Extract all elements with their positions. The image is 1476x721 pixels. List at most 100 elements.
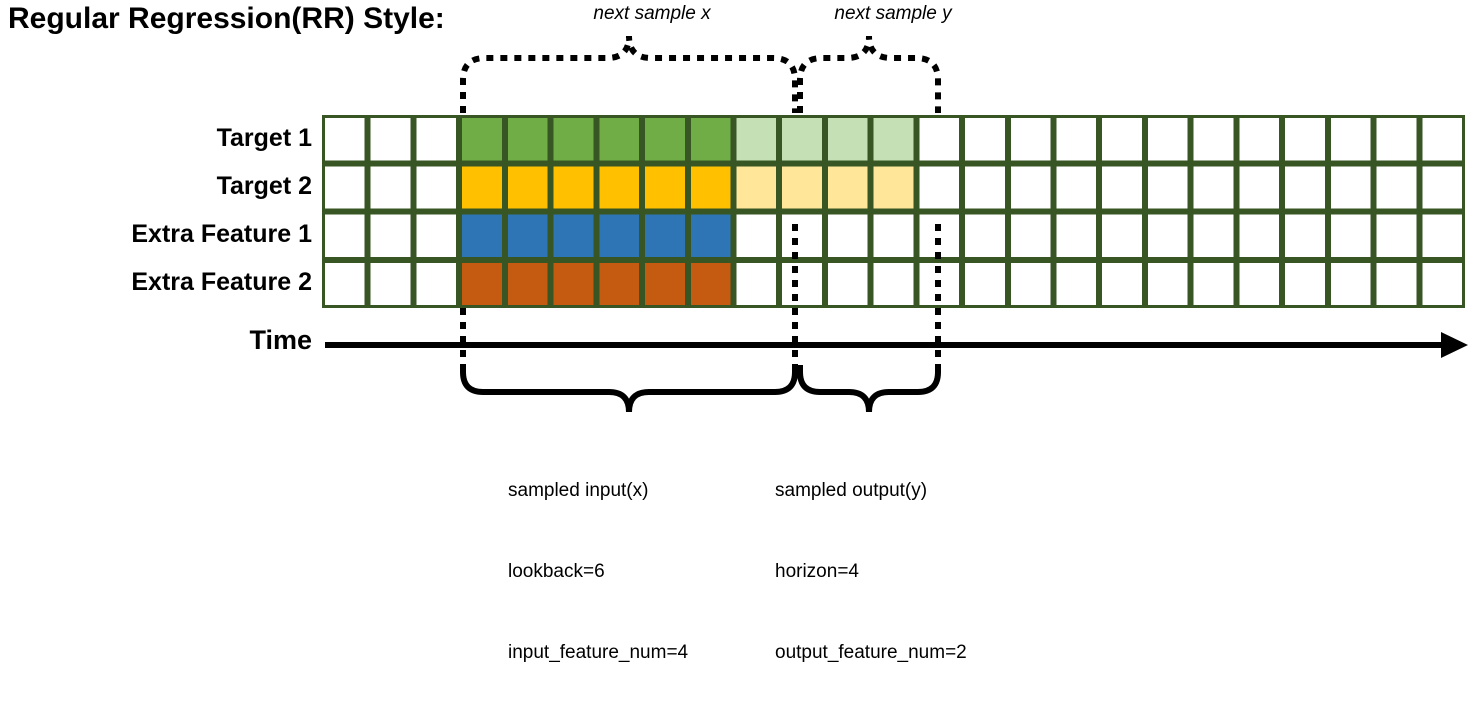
grid-cell-r1-c10: [736, 118, 777, 161]
grid-cell-r1-c3: [416, 118, 457, 161]
timeline-grid: [322, 115, 1465, 308]
grid-cell-r4-c19: [1147, 262, 1188, 305]
grid-cell-r3-c11: [782, 214, 822, 257]
grid-cell-r1-c17: [1056, 118, 1097, 161]
next-sample-x-label: next sample x: [593, 3, 711, 24]
diagram-canvas: Regular Regression(RR) Style: next sampl…: [0, 2, 1468, 663]
time-axis-label: Time: [249, 325, 312, 355]
grid-cell-r2-c22: [1285, 166, 1325, 209]
grid-cell-r3-c17: [1056, 214, 1097, 257]
sampled-output-brace: [797, 365, 941, 413]
next-sample-y-brace: [797, 35, 941, 113]
grid-cell-r4-c7: [599, 262, 640, 305]
grid-cell-r3-c8: [645, 214, 685, 257]
grid-cell-r1-c21: [1239, 118, 1280, 161]
grid-cell-r2-c16: [1010, 166, 1051, 209]
grid-cell-r2-c8: [645, 166, 685, 209]
grid-cell-r2-c5: [507, 166, 548, 209]
grid-cell-r2-c2: [370, 166, 411, 209]
grid-cell-r3-c10: [736, 214, 777, 257]
grid-cell-r1-c13: [873, 118, 914, 161]
grid-cell-r2-c23: [1330, 166, 1371, 209]
grid-cell-r4-c24: [1376, 262, 1417, 305]
grid-cell-r2-c6: [553, 166, 594, 209]
grid-cell-r1-c14: [919, 118, 960, 161]
grid-cell-r2-c14: [919, 166, 960, 209]
grid-cell-r1-c2: [370, 118, 411, 161]
grid-cell-r3-c6: [553, 214, 594, 257]
grid-cell-r1-c5: [507, 118, 548, 161]
grid-cell-r4-c25: [1422, 262, 1462, 305]
grid-cell-r1-c16: [1010, 118, 1051, 161]
grid-cell-r1-c19: [1147, 118, 1188, 161]
grid-cell-r3-c21: [1239, 214, 1280, 257]
sampled-output-line2: horizon=4: [775, 560, 859, 582]
page-title: Regular Regression(RR) Style:: [8, 2, 445, 35]
grid-cell-r2-c12: [827, 166, 868, 209]
grid-cell-r3-c19: [1147, 214, 1188, 257]
grid-cell-r1-c23: [1330, 118, 1371, 161]
sampled-output-line3: output_feature_num=2: [775, 641, 967, 663]
grid-cell-r2-c25: [1422, 166, 1462, 209]
grid-cell-r3-c20: [1193, 214, 1234, 257]
grid-cell-r4-c16: [1010, 262, 1051, 305]
grid-cell-r3-c13: [873, 214, 914, 257]
next-sample-y-label: next sample y: [834, 3, 952, 24]
grid-cell-r4-c17: [1056, 262, 1097, 305]
grid-cell-r4-c4: [462, 262, 502, 305]
grid-cell-r3-c9: [690, 214, 731, 257]
row-label-target-2: Target 2: [216, 172, 312, 200]
grid-cell-r4-c23: [1330, 262, 1371, 305]
grid-cell-r3-c23: [1330, 214, 1371, 257]
grid-cell-r1-c15: [965, 118, 1005, 161]
grid-cell-r4-c1: [325, 262, 365, 305]
grid-cell-r3-c3: [416, 214, 457, 257]
grid-cell-r3-c16: [1010, 214, 1051, 257]
grid-cell-r4-c12: [827, 262, 868, 305]
grid-cell-r4-c2: [370, 262, 411, 305]
grid-cell-r2-c18: [1102, 166, 1142, 209]
row-label-extra-feature-2: Extra Feature 2: [131, 268, 312, 296]
grid-cell-r3-c1: [325, 214, 365, 257]
grid-cell-r4-c15: [965, 262, 1005, 305]
grid-cell-r2-c13: [873, 166, 914, 209]
grid-cell-r4-c8: [645, 262, 685, 305]
grid-cell-r1-c20: [1193, 118, 1234, 161]
grid-cell-r2-c11: [782, 166, 822, 209]
row-label-column: Target 1 Target 2 Extra Feature 1 Extra …: [0, 115, 312, 308]
grid-cell-r2-c7: [599, 166, 640, 209]
row-label-extra-feature-1: Extra Feature 1: [131, 220, 312, 248]
grid-cell-r1-c11: [782, 118, 822, 161]
grid-cell-r4-c11: [782, 262, 822, 305]
grid-cell-r2-c24: [1376, 166, 1417, 209]
grid-cell-r4-c6: [553, 262, 594, 305]
grid-cell-r1-c18: [1102, 118, 1142, 161]
grid-cell-r1-c9: [690, 118, 731, 161]
grid-cell-r4-c3: [416, 262, 457, 305]
grid-cell-r4-c20: [1193, 262, 1234, 305]
grid-cell-r3-c5: [507, 214, 548, 257]
grid-cell-r1-c6: [553, 118, 594, 161]
sampled-input-line1: sampled input(x): [508, 479, 649, 501]
grid-cell-r4-c18: [1102, 262, 1142, 305]
grid-cell-r3-c25: [1422, 214, 1462, 257]
grid-cell-r1-c7: [599, 118, 640, 161]
grid-cell-r2-c10: [736, 166, 777, 209]
grid-cell-r3-c2: [370, 214, 411, 257]
sampled-input-brace: [460, 365, 798, 413]
grid-cell-r3-c14: [919, 214, 960, 257]
grid-cell-r1-c25: [1422, 118, 1462, 161]
grid-cell-r1-c1: [325, 118, 365, 161]
grid-cell-r1-c24: [1376, 118, 1417, 161]
grid-cell-r4-c21: [1239, 262, 1280, 305]
sampled-input-line2: lookback=6: [508, 560, 605, 582]
grid-cell-r1-c12: [827, 118, 868, 161]
next-sample-x-brace: [460, 35, 798, 113]
grid-cell-r4-c10: [736, 262, 777, 305]
grid-cell-r4-c22: [1285, 262, 1325, 305]
grid-cell-r3-c22: [1285, 214, 1325, 257]
grid-cell-r1-c8: [645, 118, 685, 161]
grid-cell-r2-c1: [325, 166, 365, 209]
grid-cell-r3-c24: [1376, 214, 1417, 257]
diagram-overlay: [322, 35, 1468, 413]
